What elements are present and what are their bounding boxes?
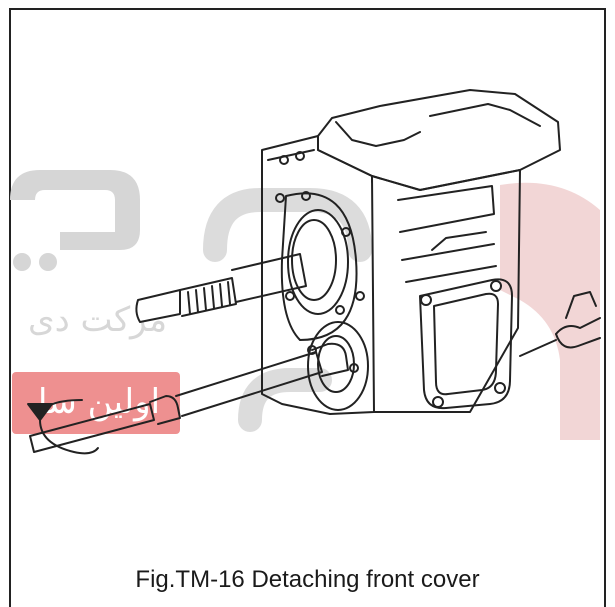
watermark-red-badge — [12, 372, 180, 434]
transmission-illustration — [27, 89, 601, 455]
figure-frame — [9, 8, 606, 607]
figure-caption: Fig.TM-16 Detaching front cover — [135, 566, 480, 593]
watermark-text: مرکت دی — [28, 300, 168, 340]
